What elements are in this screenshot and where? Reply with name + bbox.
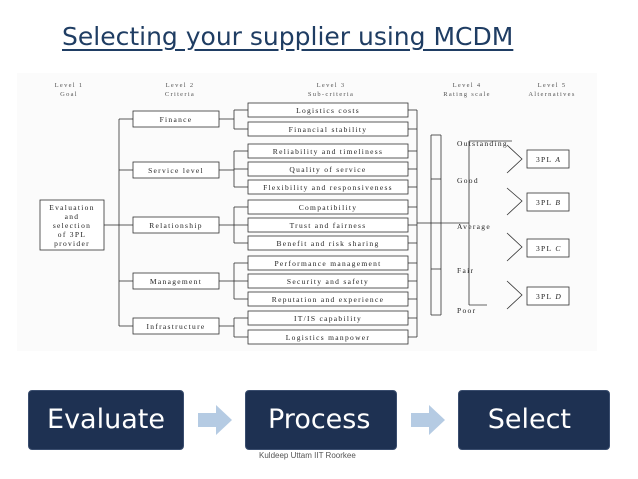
criteria-label-finance: Finance	[160, 115, 193, 124]
subcriteria-label: Trust and fairness	[290, 221, 367, 230]
criteria-label-management: Management	[150, 277, 202, 286]
goal-box	[39, 199, 105, 251]
criteria-label-relationship: Relationship	[149, 221, 203, 230]
subcriteria-connectors	[408, 109, 441, 338]
hierarchy-diagram: Level 1 Goal Level 2 Criteria Level 3 Su…	[17, 73, 597, 351]
hierarchy-diagram-svg: Level 1 Goal Level 2 Criteria Level 3 Su…	[39, 82, 575, 345]
flow-arrow-icon-svg	[411, 405, 445, 435]
goal-text-line: selection	[53, 221, 91, 230]
subcriteria-label: Compatibility	[299, 203, 358, 212]
subcriteria-label: Security and safety	[287, 277, 369, 286]
level-2-sublabel: Criteria	[165, 91, 195, 98]
process-step-box: Process	[245, 390, 397, 450]
level-5-label: Level 5	[538, 82, 567, 89]
subcriteria-group: Logistics costs Financial stability Reli…	[247, 102, 409, 345]
alternative-box-b	[526, 192, 570, 212]
level-3-label: Level 3	[317, 82, 346, 89]
rating-average: Average	[457, 222, 491, 231]
flow-arrow-icon-svg	[198, 405, 232, 435]
level-3-sublabel: Sub-criteria	[308, 91, 354, 98]
level-4-sublabel: Rating scale	[443, 91, 491, 98]
subcriteria-label: Flexibility and responsiveness	[263, 183, 393, 192]
alternative-c-label: 3PL C	[536, 244, 562, 253]
subcriteria-label: IT/IS capability	[294, 314, 362, 323]
goal-text-line: provider	[54, 239, 90, 248]
subcriteria-label: Logistics costs	[296, 106, 360, 115]
level-1-sublabel: Goal	[60, 91, 78, 98]
goal-text-line: Evaluation	[49, 203, 95, 212]
criteria-label-service-level: Service level	[148, 166, 204, 175]
rating-to-alternatives-connectors	[440, 135, 512, 315]
subcriteria-label: Quality of service	[289, 165, 366, 174]
evaluate-step-box: Evaluate	[28, 390, 184, 450]
goal-text-line: of 3PL	[58, 230, 86, 239]
level-1-label: Level 1	[55, 82, 84, 89]
criteria-label-infrastructure: Infrastructure	[146, 322, 205, 331]
rating-poor: Poor	[457, 306, 476, 315]
footer-credit: Kuldeep Uttam IIT Roorkee	[259, 451, 356, 460]
alternative-box-d	[526, 286, 570, 306]
slide-title: Selecting your supplier using MCDM	[62, 22, 514, 51]
level-2-label: Level 2	[166, 82, 195, 89]
alternative-box-c	[526, 238, 570, 258]
subcriteria-label: Performance management	[274, 259, 381, 268]
criteria-connectors	[219, 109, 248, 338]
alternative-arrows	[506, 144, 523, 310]
level-4-label: Level 4	[453, 82, 482, 89]
level-5-sublabel: Alternatives	[528, 91, 575, 98]
alternatives-group: 3PL A 3PL B 3PL C 3PL D	[526, 149, 570, 306]
goal-text-line: and	[65, 212, 80, 221]
alternative-a-label: 3PL A	[536, 155, 561, 164]
rating-good: Good	[457, 176, 479, 185]
subcriteria-label: Financial stability	[289, 125, 368, 134]
select-step-box: Select	[458, 390, 610, 450]
subcriteria-label: Reliability and timeliness	[273, 147, 383, 156]
subcriteria-label: Reputation and experience	[272, 295, 384, 304]
rating-fair: Fair	[457, 266, 474, 275]
subcriteria-label: Benefit and risk sharing	[276, 239, 379, 248]
alternative-box-a	[526, 149, 570, 169]
goal-connectors	[104, 118, 133, 327]
alternative-b-label: 3PL B	[536, 198, 561, 207]
alternative-d-label: 3PL D	[536, 292, 562, 301]
subcriteria-label: Logistics manpower	[286, 333, 370, 342]
rating-outstanding: Outstanding	[457, 139, 508, 148]
